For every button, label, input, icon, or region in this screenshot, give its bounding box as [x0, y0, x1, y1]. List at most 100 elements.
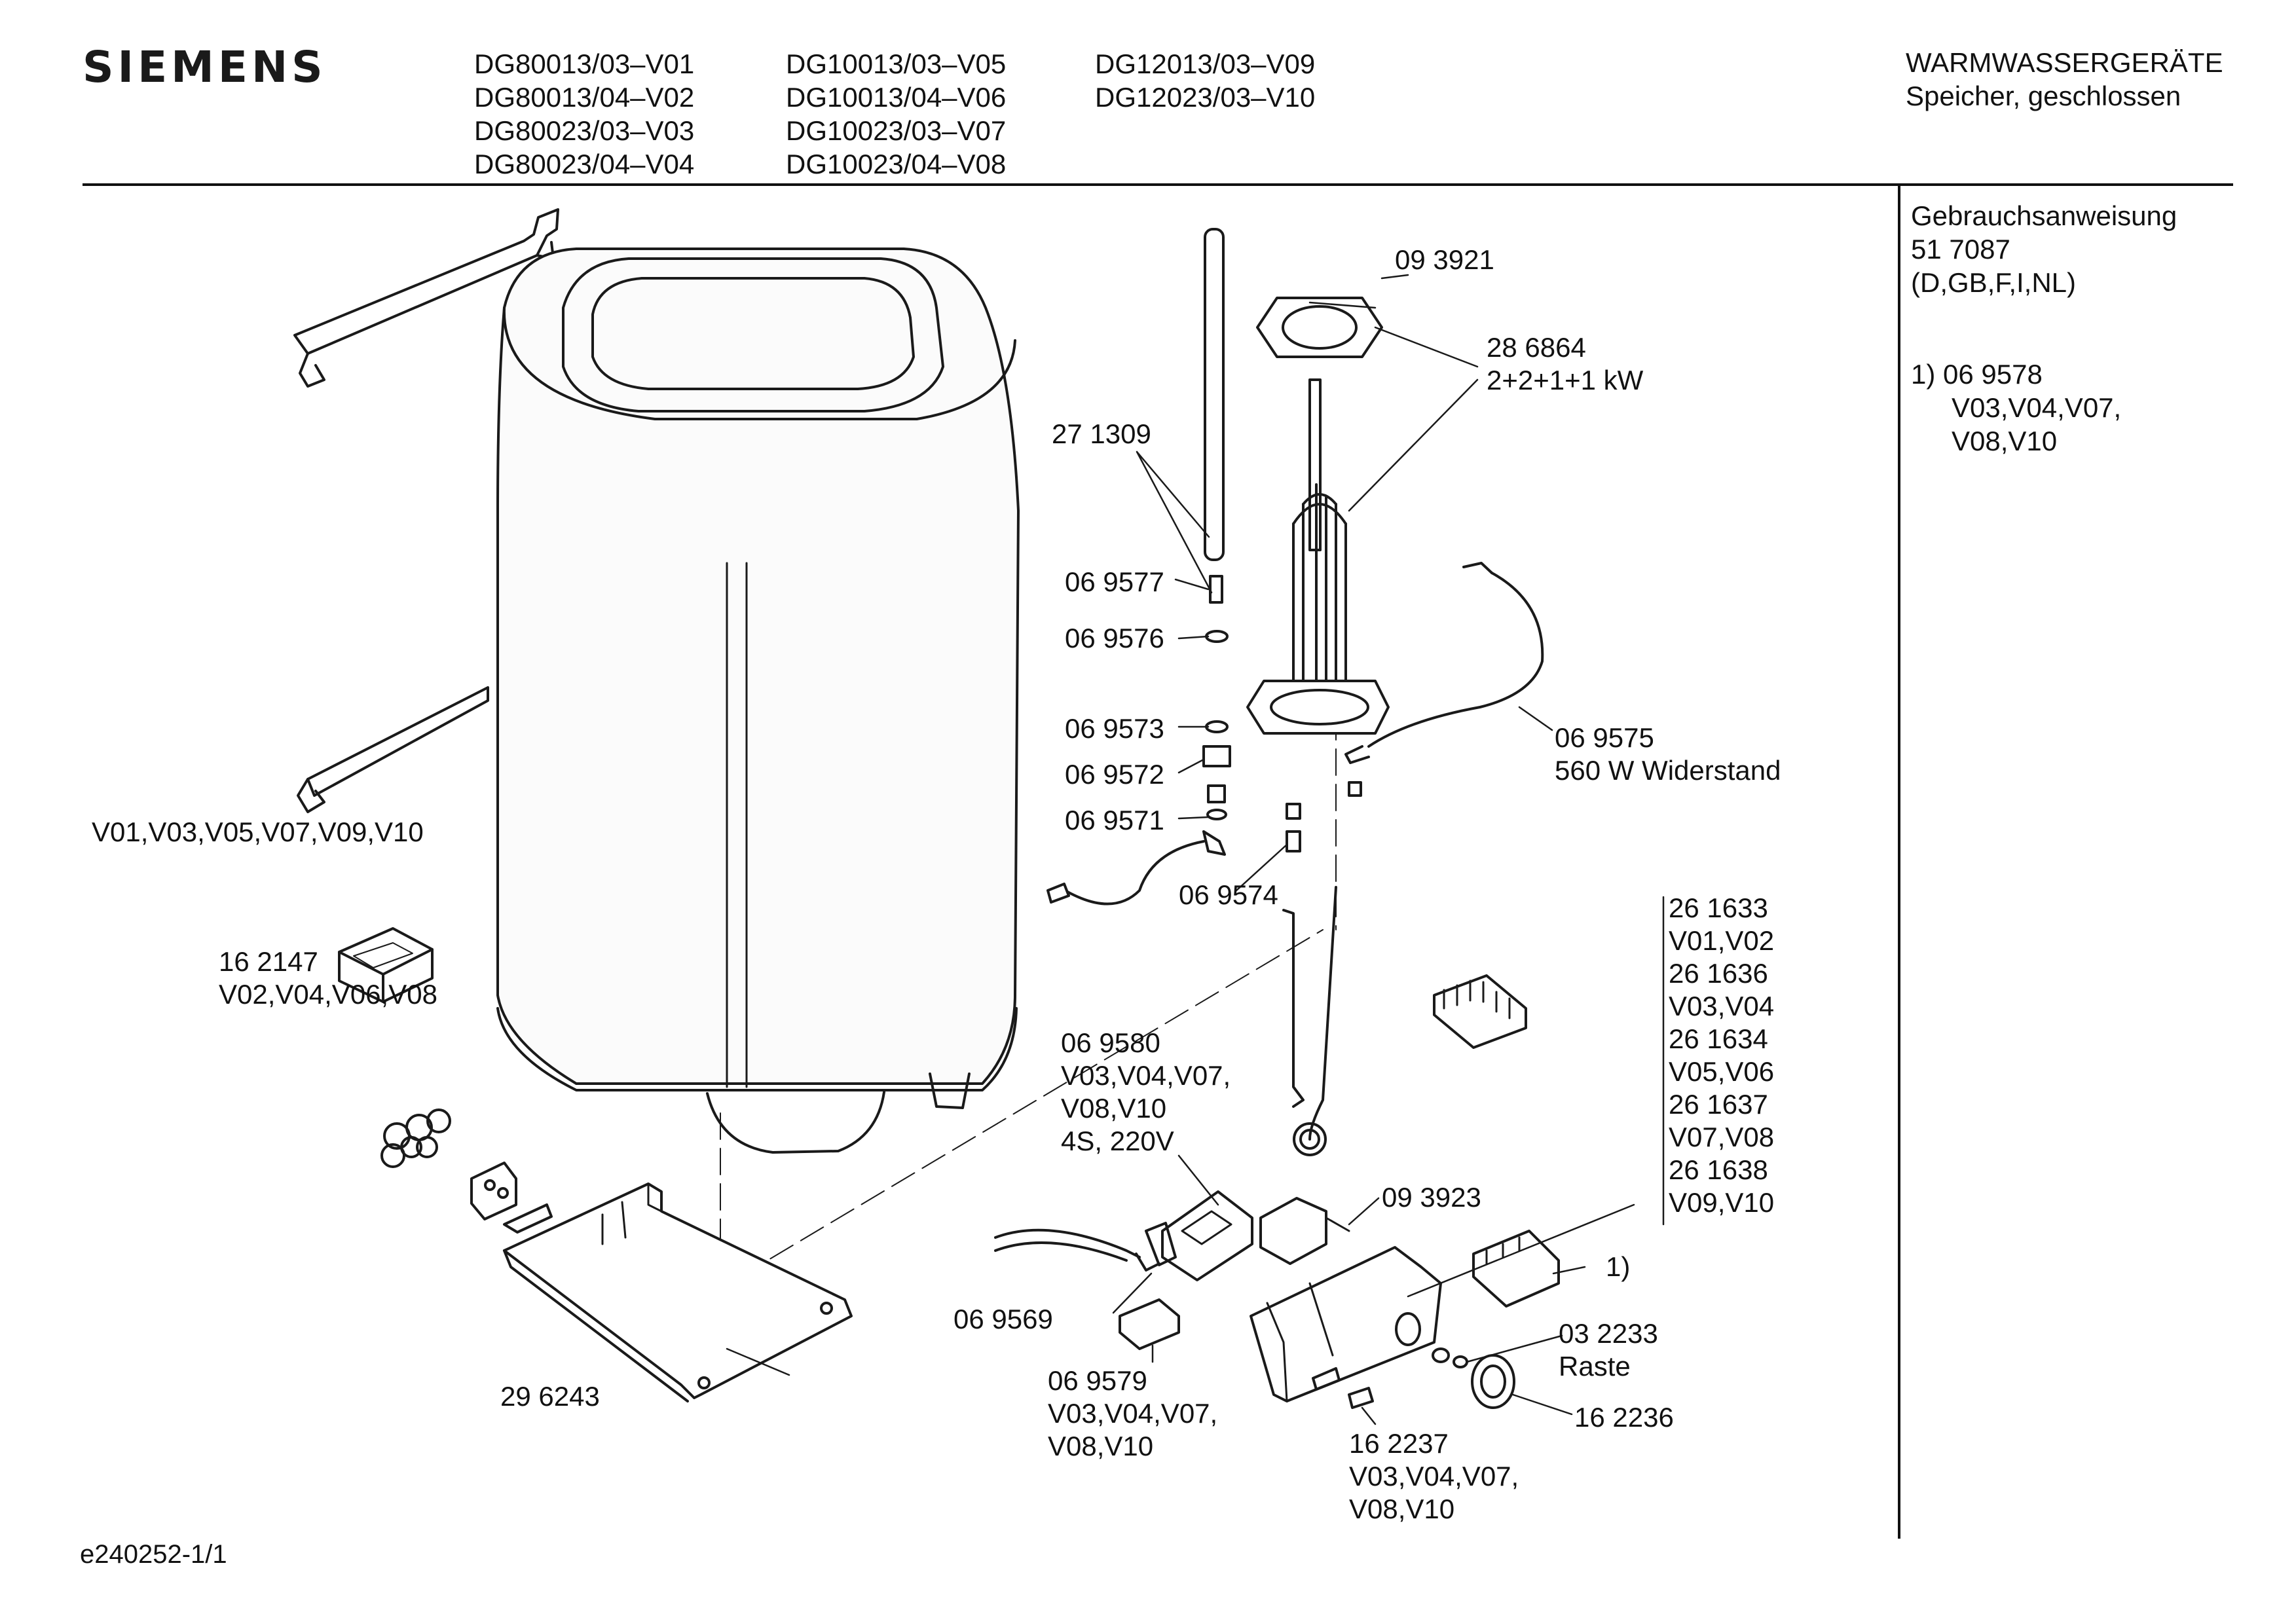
category-heading: WARMWASSERGERÄTE Speicher, geschlossen	[1906, 46, 2223, 113]
model-number: DG80023/04–V04	[474, 149, 695, 179]
wire-harness-069569	[994, 1222, 1177, 1272]
part-number: 28 6864	[1487, 332, 1586, 363]
manual-languages: (D,GB,F,I,NL)	[1911, 267, 2077, 298]
model-number: DG10013/03–V05	[786, 48, 1007, 79]
model-number: DG80013/03–V01	[474, 48, 695, 79]
model-number: DG10023/04–V08	[786, 149, 1007, 179]
part-label-069576: 06 9576	[1065, 623, 1164, 653]
control-panel-housing	[1250, 1246, 1442, 1409]
part-label-069579: 06 9579 V03,V04,V07, V08,V10	[1048, 1365, 1217, 1463]
part-label-162236: 16 2236	[1574, 1402, 1674, 1433]
part-variants: V07,V08	[1669, 1122, 1775, 1152]
anode-rod	[1204, 228, 1225, 604]
part-variants: V03,V04,V07,	[1061, 1060, 1231, 1091]
assembly-dash-line	[739, 929, 1324, 1277]
thermostat-093923	[1259, 1197, 1350, 1265]
part-variants: V08,V10	[1048, 1431, 1154, 1461]
part-number: 06 9580	[1061, 1027, 1160, 1058]
footnote-marker: 1)	[1911, 359, 1936, 390]
part-label-069577: 06 9577	[1065, 566, 1164, 597]
knob-162236	[1432, 1347, 1515, 1409]
leader-lines	[726, 274, 1665, 1425]
part-number: 26 1636	[1669, 958, 1768, 989]
part-label-162237: 16 2237 V03,V04,V07, V08,V10	[1349, 1427, 1519, 1526]
part-label-069572: 06 9572	[1065, 759, 1164, 790]
bracket-variants-label: V01,V03,V05,V07,V09,V10	[92, 816, 424, 847]
sidebar-divider	[1898, 186, 1900, 1539]
part-variants: V09,V10	[1669, 1187, 1775, 1218]
part-label-296243: 29 6243	[500, 1381, 600, 1412]
part-label-093923: 09 3923	[1382, 1182, 1481, 1213]
part-variants: V03,V04	[1669, 991, 1775, 1021]
anode-small-parts	[1202, 630, 1231, 856]
category-title: WARMWASSERGERÄTE	[1906, 47, 2223, 78]
part-label-069574: 06 9574	[1179, 879, 1278, 910]
model-number: DG12013/03–V09	[1095, 48, 1316, 79]
part-variants: V08,V10	[1061, 1093, 1167, 1124]
part-number: 26 1638	[1669, 1154, 1768, 1185]
part-description: 4S, 220V	[1061, 1126, 1174, 1156]
manual-info: Gebrauchsanweisung 51 7087 (D,GB,F,I,NL)	[1911, 199, 2177, 299]
part-label-162147: 16 2147 V02,V04,V06,V08	[219, 945, 437, 1011]
model-number: DG12023/03–V10	[1095, 82, 1316, 113]
manual-title: Gebrauchsanweisung	[1911, 200, 2177, 231]
footnote-variants: V08,V10	[1952, 426, 2058, 456]
part-description: Raste	[1559, 1351, 1631, 1382]
switch-block-069578	[1472, 1230, 1560, 1308]
part-label-286864: 28 6864 2+2+1+1 kW	[1487, 331, 1643, 397]
category-subtitle: Speicher, geschlossen	[1906, 81, 2181, 111]
part-number: 06 9579	[1048, 1365, 1147, 1396]
part-variants: V02,V04,V06,V08	[219, 979, 437, 1010]
part-variants: V08,V10	[1349, 1493, 1455, 1524]
part-variants: V01,V02	[1669, 925, 1775, 956]
resistor-cable-069575	[1344, 562, 1544, 797]
part-label-069575: 06 9575 560 W Widerstand	[1555, 722, 1781, 787]
control-module-069580	[1161, 1190, 1253, 1281]
part-label-069569: 06 9569	[954, 1304, 1053, 1334]
part-label-271309: 27 1309	[1052, 418, 1151, 449]
part-number: 26 1634	[1669, 1023, 1768, 1054]
switch-069579	[1119, 1298, 1180, 1350]
part-number: 03 2233	[1559, 1318, 1658, 1349]
part-label-069571: 06 9571	[1065, 805, 1164, 835]
drawing-id: e240252-1/1	[80, 1540, 227, 1569]
fittings-group	[380, 1108, 553, 1234]
heating-element-286864	[1246, 378, 1390, 735]
water-heater-tank	[496, 247, 1020, 1154]
part-number: 16 2237	[1349, 1428, 1449, 1459]
part-label-093921: 09 3921	[1395, 244, 1494, 275]
model-number: DG80023/03–V03	[474, 115, 695, 146]
model-list-column-2: DG10013/03–V05 DG10013/04–V06 DG10023/03…	[786, 47, 1006, 181]
gasket-093921	[1256, 297, 1383, 358]
part-description: 2+2+1+1 kW	[1487, 365, 1644, 395]
model-number: DG10023/03–V07	[786, 115, 1007, 146]
footnote-part-number: 06 9578	[1943, 359, 2043, 390]
part-number: 26 1637	[1669, 1089, 1768, 1120]
thermostat-capillary	[1282, 886, 1337, 1156]
part-description: 560 W Widerstand	[1555, 755, 1781, 786]
part-variants: V03,V04,V07,	[1048, 1398, 1218, 1429]
mounting-bracket-bottom	[297, 686, 489, 813]
terminal-block-variant-list: 26 1633 V01,V02 26 1636 V03,V04 26 1634 …	[1669, 892, 1774, 1219]
model-list-column-3: DG12013/03–V09 DG12023/03–V10	[1095, 47, 1315, 114]
footnote-variants: V03,V04,V07,	[1952, 392, 2122, 423]
model-number: DG80013/04–V02	[474, 82, 695, 113]
screws-069574	[1286, 803, 1301, 852]
header-divider	[83, 183, 2233, 186]
terminal-block-261633	[1433, 974, 1527, 1049]
footnote: 1) 06 9578 V03,V04,V07, V08,V10	[1911, 357, 2121, 458]
manual-number: 51 7087	[1911, 234, 2010, 265]
part-label-069573: 06 9573	[1065, 713, 1164, 744]
part-variants: V03,V04,V07,	[1349, 1461, 1519, 1492]
brand-logo: SIEMENS	[83, 42, 327, 92]
part-variants: V05,V06	[1669, 1056, 1775, 1087]
model-number: DG10013/04–V06	[786, 82, 1007, 113]
cable-lead	[1046, 840, 1205, 906]
part-number: 26 1633	[1669, 892, 1768, 923]
part-label-069580: 06 9580 V03,V04,V07, V08,V10 4S, 220V	[1061, 1027, 1231, 1158]
part-number: 06 9575	[1555, 722, 1654, 753]
model-list-column-1: DG80013/03–V01 DG80013/04–V02 DG80023/03…	[474, 47, 694, 181]
part-number: 16 2147	[219, 946, 318, 977]
